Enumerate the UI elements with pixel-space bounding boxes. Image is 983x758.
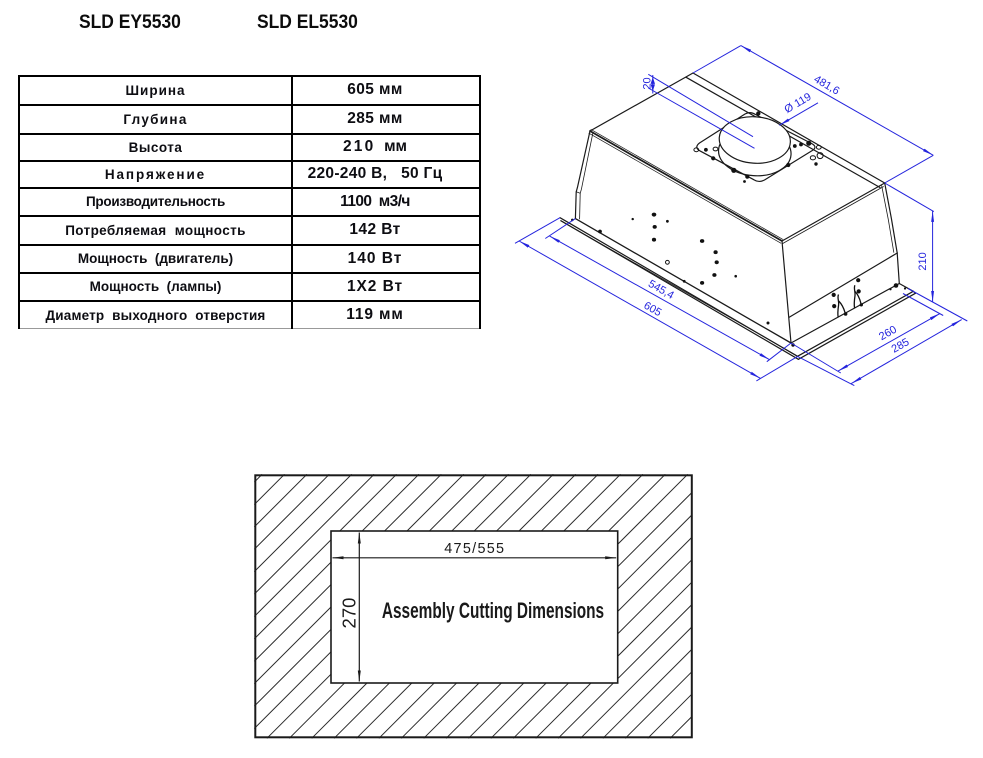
svg-text:20: 20: [642, 77, 654, 89]
svg-text:Ø 119: Ø 119: [782, 91, 813, 116]
svg-text:270: 270: [339, 598, 360, 629]
svg-text:210: 210: [917, 252, 929, 270]
svg-text:475/555: 475/555: [444, 541, 505, 557]
svg-text:285: 285: [890, 336, 912, 355]
svg-text:260: 260: [877, 324, 899, 343]
svg-text:605: 605: [642, 300, 664, 319]
svg-text:Assembly Cutting Dimensions: Assembly Cutting Dimensions: [382, 599, 604, 623]
